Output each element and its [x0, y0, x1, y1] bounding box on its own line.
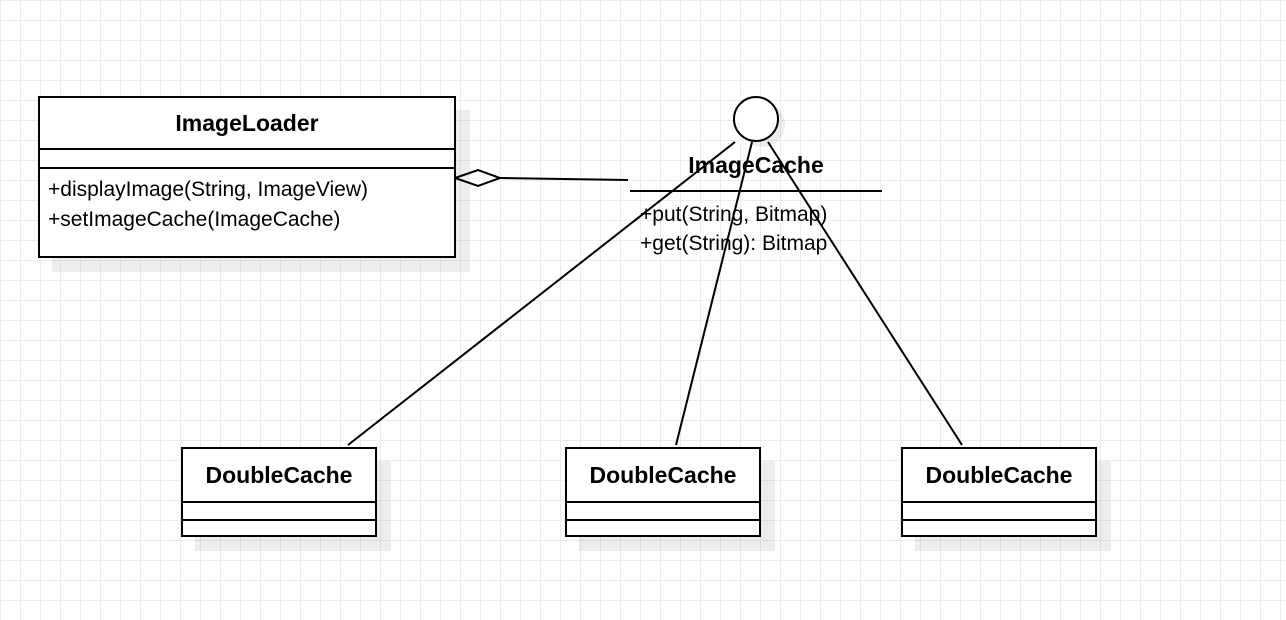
aggregation-diamond-icon	[451, 168, 503, 188]
interface-name[interactable]: ImageCache	[688, 152, 824, 178]
realization-line-1[interactable]	[347, 141, 736, 446]
aggregation-line[interactable]	[499, 177, 629, 181]
class-name: DoubleCache	[589, 462, 737, 488]
operations-compartment	[183, 519, 375, 521]
operations-compartment	[567, 519, 759, 521]
attributes-compartment	[567, 501, 759, 519]
interface-separator	[630, 190, 882, 192]
class-image-loader[interactable]: ImageLoader +displayImage(String, ImageV…	[38, 96, 456, 258]
class-double-cache-3[interactable]: DoubleCache	[901, 447, 1097, 537]
attributes-compartment	[903, 501, 1095, 519]
operation-put: +put(String, Bitmap)	[640, 203, 828, 226]
interface-circle-icon[interactable]	[733, 96, 779, 142]
operation-display-image: +displayImage(String, ImageView)	[48, 178, 369, 201]
attributes-compartment	[183, 501, 375, 519]
realization-line-3[interactable]	[767, 141, 963, 446]
class-name: DoubleCache	[205, 462, 353, 488]
operations-compartment	[903, 519, 1095, 521]
operations-compartment: +displayImage(String, ImageView) +setIma…	[40, 167, 454, 235]
class-double-cache-2[interactable]: DoubleCache	[565, 447, 761, 537]
realization-line-2[interactable]	[675, 141, 753, 446]
class-name: DoubleCache	[925, 462, 1073, 488]
operation-get: +get(String): Bitmap	[640, 232, 828, 255]
operation-set-image-cache: +setImageCache(ImageCache)	[48, 208, 341, 231]
interface-operations: +put(String, Bitmap) +get(String): Bitma…	[640, 200, 827, 258]
attributes-compartment	[40, 148, 454, 167]
class-name: ImageLoader	[175, 110, 319, 136]
class-double-cache-1[interactable]: DoubleCache	[181, 447, 377, 537]
